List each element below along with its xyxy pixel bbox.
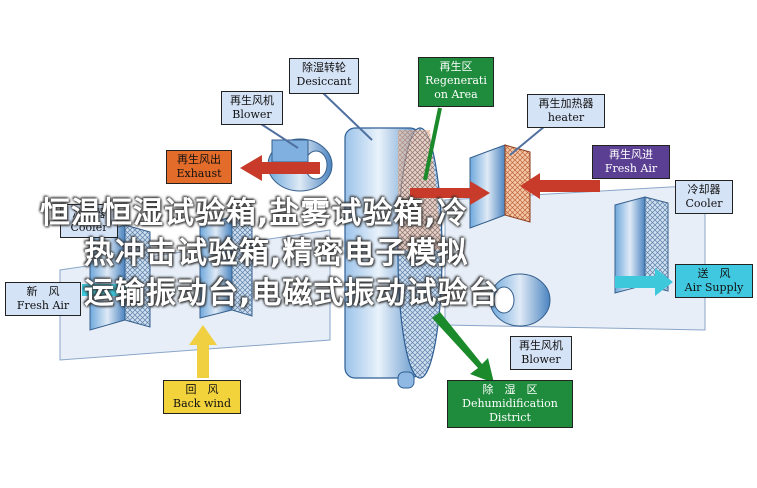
fresh-air-label-en: Fresh Air [16,299,70,312]
back-wind-label-en: Back wind [172,397,232,410]
dehum-district-label-en2: District [489,411,531,424]
exhaust-arrow [240,155,320,181]
right-blower-unit [489,273,551,327]
regen-fresh-label-cn: 再生风进 [609,148,653,161]
regen-heater-label: 再生加热器 heater [527,94,605,128]
dehum-arrow [432,312,494,383]
air-supply-label: 送 风 Air Supply [675,264,753,298]
fresh-air-label-cn: 新 风 [26,285,60,298]
cooler-left-label-en: Cooler [70,221,108,234]
regen-area-label: 再生区 Regenerati on Area [418,57,494,107]
dehum-district-label-en1: Dehumidification [462,397,558,410]
blower-pointer [257,121,299,149]
regen-fresh-label: 再生风进 Fresh Air [592,145,670,179]
regen-fresh-arrow [520,173,600,199]
regen-area-pointer [423,107,442,181]
regen-blower-label: 再生风机 Blower [221,91,283,125]
regen-fresh-label-en: Fresh Air [604,162,658,175]
right-cooler-unit [614,196,669,294]
dehum-district-label: 除 湿 区 Dehumidification District [447,380,573,428]
cooler-left-label: 冷却器 Cooler [60,204,118,238]
air-supply-label-cn: 送 风 [697,267,731,280]
blower-bottom-label: 再生风机 Blower [510,336,572,370]
cooler-right-label: 冷却器 Cooler [675,180,733,214]
cooler-right-label-en: Cooler [685,197,723,210]
left-cooler-unit [89,224,151,331]
fresh-air-arrow [82,276,138,304]
regen-exhaust-label-cn: 再生风出 [177,153,221,166]
cooler-right-label-cn: 冷却器 [687,183,721,196]
fresh-air-label: 新 风 Fresh Air [5,282,81,316]
desiccant-label: 除湿转轮 Desiccant [289,58,359,94]
back-wind-label: 回 风 Back wind [163,380,241,414]
regen-heater-label-cn: 再生加热器 [538,97,594,110]
regen-area-label-cn: 再生区 [439,60,473,73]
blower-bottom-label-cn: 再生风机 [519,339,563,352]
desiccant-label-cn: 除湿转轮 [302,61,346,74]
blower-bottom-label-en: Blower [521,353,561,366]
regen-exhaust-label: 再生风出 Exhaust [166,150,232,184]
regen-heater-label-en: heater [547,111,585,124]
heater-pointer [509,125,546,156]
overlay-line-3: 运输振动台,电磁式振动试验台 [84,276,500,311]
regen-blower-label-cn: 再生风机 [230,94,274,107]
regen-area-label-en2: on Area [434,88,478,101]
back-wind-label-cn: 回 风 [185,383,219,396]
back-wind-arrow [189,325,217,378]
regen-heater-unit [469,144,531,229]
regen-flow-arrow [410,181,490,205]
desiccant-label-en: Desiccant [296,75,352,88]
left-filter-unit [199,216,253,319]
cooler-left-label-cn: 冷却器 [72,207,106,220]
air-supply-label-en: Air Supply [684,281,744,294]
regen-blower-label-en: Blower [232,108,272,121]
overlay-line-1: 恒温恒湿试验箱,盐雾试验箱,冷 [40,196,468,231]
regen-exhaust-label-en: Exhaust [176,167,222,180]
desiccant-pointer [321,91,373,141]
regen-area-label-en1: Regenerati [425,74,487,87]
dehum-district-label-cn: 除 湿 区 [482,383,538,396]
air-supply-arrow [615,268,673,296]
overlay-line-2: 热冲击试验箱,精密电子模拟 [84,236,469,271]
